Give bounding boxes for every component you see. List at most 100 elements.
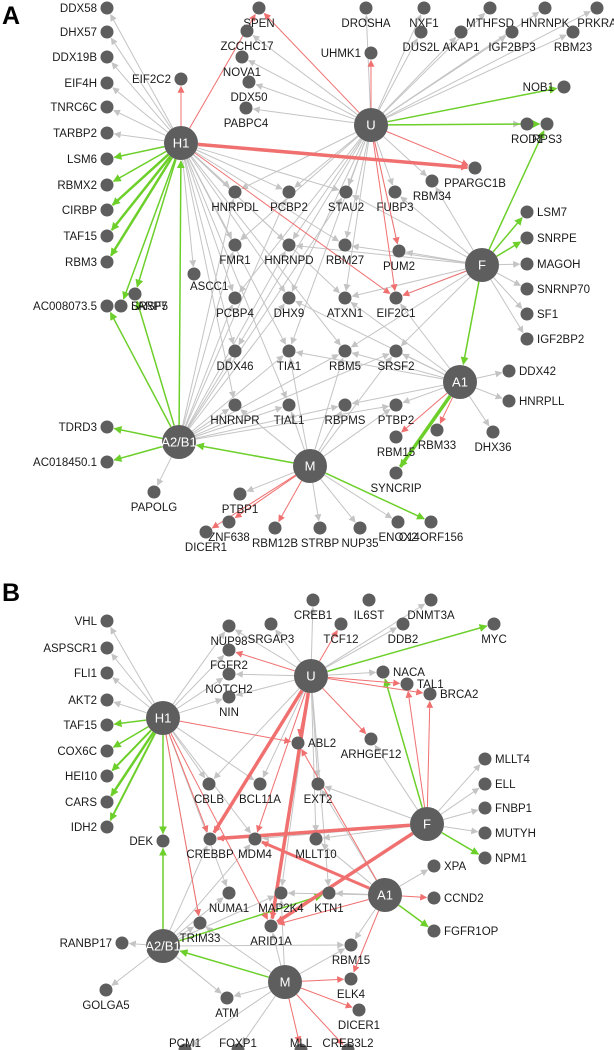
- hub-circle: [465, 248, 499, 282]
- node-circle: [222, 886, 236, 900]
- node-label: ATM: [215, 1008, 238, 1020]
- panel-b-node-creb3l2: CREB3L2: [322, 1038, 374, 1050]
- panel-a-gray-edge-a2b1-pcbp2: [185, 198, 287, 427]
- panel-a-node-dhx36: DHX36: [474, 425, 512, 454]
- panel-a-gray-edge-a2b1-tia1: [191, 355, 284, 432]
- panel-b-gray-edge-h1-bcl11a: [176, 727, 255, 781]
- node-label: PPARGC1B: [444, 178, 506, 190]
- node-label: AKAP1: [442, 42, 479, 54]
- node-label: UHMK1: [321, 48, 361, 60]
- panel-b-gray-edge-a2b1-atm: [175, 956, 222, 994]
- node-circle: [294, 1043, 308, 1050]
- node-circle: [233, 487, 247, 501]
- hub-circle: [354, 108, 388, 142]
- node-label: DDX58: [60, 3, 97, 15]
- panel-a-green-edge-h1-srsf5: [122, 158, 176, 300]
- panel-a-gray-edge-a2b1-rbpms: [195, 404, 339, 439]
- panel-a-gray-edge-a2b1-stau2: [187, 197, 343, 429]
- panel-a-green-edge-u-rps3: [387, 120, 541, 129]
- panel-a-green-edge-h1-rbmx2: [112, 150, 167, 182]
- panel-b-gray-edge-f-ext2: [324, 785, 412, 819]
- panel-a-node-eif2c1: EIF2C1: [377, 291, 416, 320]
- panel-b-gray-edge-u-notch2: [235, 670, 295, 678]
- node-circle: [100, 769, 114, 783]
- node-circle: [100, 744, 114, 758]
- panel-b-gray-edge-h1-nup98: [172, 631, 226, 705]
- panel-a-node-hnrnpk: HNRNPK: [521, 1, 570, 30]
- panel-a-gray-edge-h1-atxn1: [193, 154, 341, 294]
- node-circle: [100, 178, 114, 192]
- panel-a-hub-a1: A1: [443, 365, 477, 399]
- node-circle: [417, 1, 431, 15]
- panel-a-nodes: DDX58DHX57DDX19BEIF4HTNRC6CTARBP2LSM6RBM…: [33, 1, 614, 554]
- node-circle: [400, 677, 414, 691]
- node-label: DDX42: [519, 366, 556, 378]
- panel-b-gray-edge-u-nup98: [234, 629, 297, 668]
- panel-a-gray-edge-h1-ddx19b: [111, 62, 171, 131]
- node-circle: [486, 425, 500, 439]
- node-label: RBM12B: [252, 538, 298, 550]
- node-circle: [425, 174, 439, 188]
- panel-a-node-akap1: AKAP1: [442, 25, 480, 54]
- panel-b-node-rbm15: RBM15: [332, 938, 370, 967]
- hub-circle: [162, 425, 196, 459]
- panel-a-gray-edge-u-zcchc17: [252, 35, 358, 116]
- panel-a-node-srsf5: SRSF5: [114, 299, 168, 313]
- panel-a-node-rbmx2: RBMX2: [57, 178, 114, 192]
- node-label: TCF12: [323, 634, 358, 646]
- panel-a-node-hnrpll: HNRPLL: [502, 394, 565, 408]
- panel-a-gray-edge-m-rbm5: [314, 357, 345, 450]
- node-circle: [454, 25, 468, 39]
- panel-b-node-tal1: TAL1: [400, 677, 444, 691]
- node-label: CCND2: [444, 893, 484, 905]
- panel-b-gray-edge-m-pcm1: [190, 991, 272, 1047]
- panel-a-gray-edge-h1-dhx57: [110, 37, 173, 130]
- panel-a-gray-edge-h1-stau2: [197, 147, 340, 192]
- panel-a-gray-edge-a2b1-srsf2: [194, 353, 390, 436]
- panel-a-gray-edge-f-hnrnpd: [295, 242, 466, 264]
- node-label: ABL2: [308, 738, 336, 750]
- panel-a-gray-edge-a1-dhx36: [468, 395, 490, 427]
- node-label: RBM5: [329, 361, 361, 373]
- panel-a-node-ac008073-5: AC008073.5: [33, 299, 114, 313]
- panel-a-green-edge-a2b1-ac008073_5: [109, 311, 172, 428]
- panel-b-node-elk4: ELK4: [337, 972, 366, 1001]
- panel-a-node-nova1: NOVA1: [223, 50, 261, 79]
- panel-b-gray-edge-u-cblb: [213, 688, 300, 780]
- node-circle: [389, 344, 403, 358]
- node-circle: [147, 485, 161, 499]
- node-label: FMR1: [219, 255, 250, 267]
- hub-label: M: [280, 975, 291, 990]
- node-circle: [520, 117, 534, 131]
- panel-a-node-rbm15: RBM15: [377, 430, 415, 459]
- panel-a-node-nob1: NOB1: [523, 80, 571, 94]
- panel-a-node-znf638: ZNF638: [208, 515, 250, 544]
- panel-a-gray-edge-h1-tia1: [188, 157, 286, 345]
- panel-b-gray-edge-a2b1-rbm15: [179, 941, 345, 949]
- panel-a-node-rps3: RPS3: [532, 117, 562, 146]
- panel-b-gray-edge-u-naca: [327, 669, 377, 677]
- panel-b-gray-edge-a1-rbm15: [354, 908, 376, 940]
- node-circle: [311, 777, 325, 791]
- panel-b-node-dek: DEK: [129, 834, 170, 848]
- panel-b-node-abl2: ABL2: [291, 736, 336, 750]
- node-circle: [99, 983, 113, 997]
- panel-a-gray-edge-u-pcbp2: [294, 135, 359, 188]
- panel-b-node-idh2: IDH2: [71, 820, 114, 834]
- node-circle: [291, 736, 305, 750]
- node-label: CREB1: [294, 610, 332, 622]
- panel-a-node-pcbp4: PCBP4: [216, 291, 254, 320]
- node-label: LSM7: [537, 207, 567, 219]
- panel-b-green-edge-f-npm1: [441, 831, 480, 855]
- panel-a-green-edge-a2b1-h1: [176, 160, 185, 426]
- panel-b-green-edge-a2b1-ktn1: [178, 893, 323, 942]
- node-circle: [306, 593, 320, 607]
- panel-a-gray-edge-u-tia1: [290, 140, 366, 345]
- node-circle: [389, 430, 403, 444]
- node-label: MDM4: [238, 849, 272, 861]
- node-circle: [430, 423, 444, 437]
- panel-b-red-edge-u-crebbp: [212, 689, 304, 834]
- panel-a-gray-edge-a2b1-hnrnpd: [186, 250, 286, 428]
- panel-a-gray-edge-h1-tnrc6c: [113, 109, 166, 137]
- node-circle: [590, 1, 604, 15]
